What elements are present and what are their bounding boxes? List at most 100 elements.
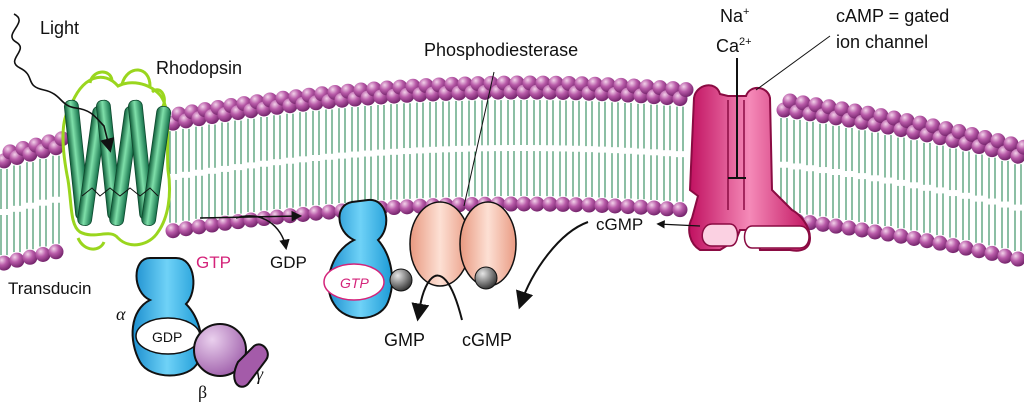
lipid-head (815, 216, 831, 232)
lipid-head (607, 198, 623, 214)
lipid-head (964, 126, 980, 142)
channel-label-line2: ion channel (836, 32, 928, 52)
lipid-head (555, 196, 571, 212)
lipid-head (795, 95, 811, 111)
lipid-head (990, 133, 1006, 149)
lipid-head (841, 220, 857, 236)
rhodopsin-helices (63, 99, 172, 226)
sodium-ion-label: Na+ (720, 6, 749, 26)
light-arrow (11, 13, 115, 153)
gtp-on-alpha-label: GTP (340, 275, 369, 291)
gmp-label: GMP (384, 330, 425, 350)
pde-leader-line (463, 71, 495, 207)
transducin-alpha-gtp (323, 198, 394, 319)
transducin-beta-subunit (193, 323, 247, 377)
cgmp-to-channel-arrow (656, 220, 701, 229)
phosphodiesterase (389, 71, 517, 292)
lipid-head (9, 252, 25, 268)
lipid-head (899, 113, 915, 129)
lipid-head (295, 206, 311, 222)
lipid-head (321, 204, 337, 220)
rhodopsin-loop (120, 68, 152, 87)
lipid-head (581, 197, 597, 213)
rhodopsin-loop (76, 237, 106, 251)
lipid-head (925, 118, 941, 134)
lipid-head (808, 97, 824, 113)
lipid-head (854, 222, 870, 238)
transducin-label: Transducin (8, 279, 91, 298)
lipid-head (1003, 136, 1019, 152)
lipid-head (977, 130, 993, 146)
lipid-head (958, 240, 974, 256)
pde-gamma-inhibitor-left (389, 268, 413, 292)
lipid-head (22, 249, 38, 265)
lipid-head (782, 93, 798, 109)
alpha-label: α (116, 304, 126, 324)
lipid-head (529, 196, 545, 212)
lipid-head (308, 205, 324, 221)
rhodopsin-loop (151, 88, 166, 109)
lipid-head (48, 244, 64, 260)
lipid-head (165, 223, 181, 239)
lipid-head (568, 197, 584, 213)
lipid-head (243, 212, 259, 228)
lipid-head (217, 215, 233, 231)
lipid-head (678, 82, 694, 98)
calcium-ion-label: Ca2+ (716, 36, 752, 56)
lipid-head (906, 230, 922, 246)
beta-label: β (198, 382, 207, 402)
cgmp-gated-ion-channel (688, 35, 831, 252)
lipid-head (912, 115, 928, 131)
gamma-label: γ (256, 364, 264, 384)
lipid-head (860, 105, 876, 121)
lipid-head (886, 110, 902, 126)
transducin-gamma-subunit (233, 343, 269, 388)
lipid-head (178, 221, 194, 237)
lipid-head (880, 226, 896, 242)
lipid-head (503, 196, 519, 212)
channel-leader-line (755, 35, 831, 91)
cgmp-channel-label: cGMP (596, 215, 643, 234)
lipid-head (646, 200, 662, 216)
lipid-head (633, 199, 649, 215)
lipid-head (873, 108, 889, 124)
lipid-head (971, 243, 987, 259)
gtp-label: GTP (196, 253, 231, 272)
lipid-head (35, 246, 51, 262)
lipid-head (1010, 251, 1024, 267)
lipid-head (672, 202, 688, 218)
transducin (131, 257, 269, 388)
phosphodiesterase-label: Phosphodiesterase (424, 40, 578, 60)
lipid-head (594, 197, 610, 213)
lipid-head (0, 255, 12, 271)
lipid-tails (0, 100, 1022, 256)
lipid-head (542, 196, 558, 212)
rhodopsin-outline (61, 75, 172, 247)
lipid-head (399, 199, 415, 215)
rhodopsin (61, 68, 172, 251)
rhodopsin-loop (88, 70, 114, 84)
ion-channel-body (688, 84, 812, 252)
channel-label-line1: cAMP = gated (836, 6, 949, 26)
lipid-head (821, 99, 837, 115)
lipid-head (938, 121, 954, 137)
lipid-head (867, 224, 883, 240)
transducin-alpha-subunit (131, 257, 203, 377)
lipid-head (1016, 139, 1024, 155)
lipid-head (659, 201, 675, 217)
channel-cgmp-site-left (701, 223, 739, 247)
cgmp-hydrolysis-arrow (411, 274, 463, 322)
gtp-exchange-arrow (199, 210, 303, 222)
lipid-head (204, 217, 220, 233)
lipid-heads-outer-leaflet (0, 75, 1024, 169)
lipid-head (620, 199, 636, 215)
lipid-head (932, 235, 948, 251)
lipid-head (919, 233, 935, 249)
lipid-head (847, 103, 863, 119)
gdp-label: GDP (270, 253, 307, 272)
lipid-head (191, 219, 207, 235)
lipid-head (945, 238, 961, 254)
lipid-head (984, 245, 1000, 261)
